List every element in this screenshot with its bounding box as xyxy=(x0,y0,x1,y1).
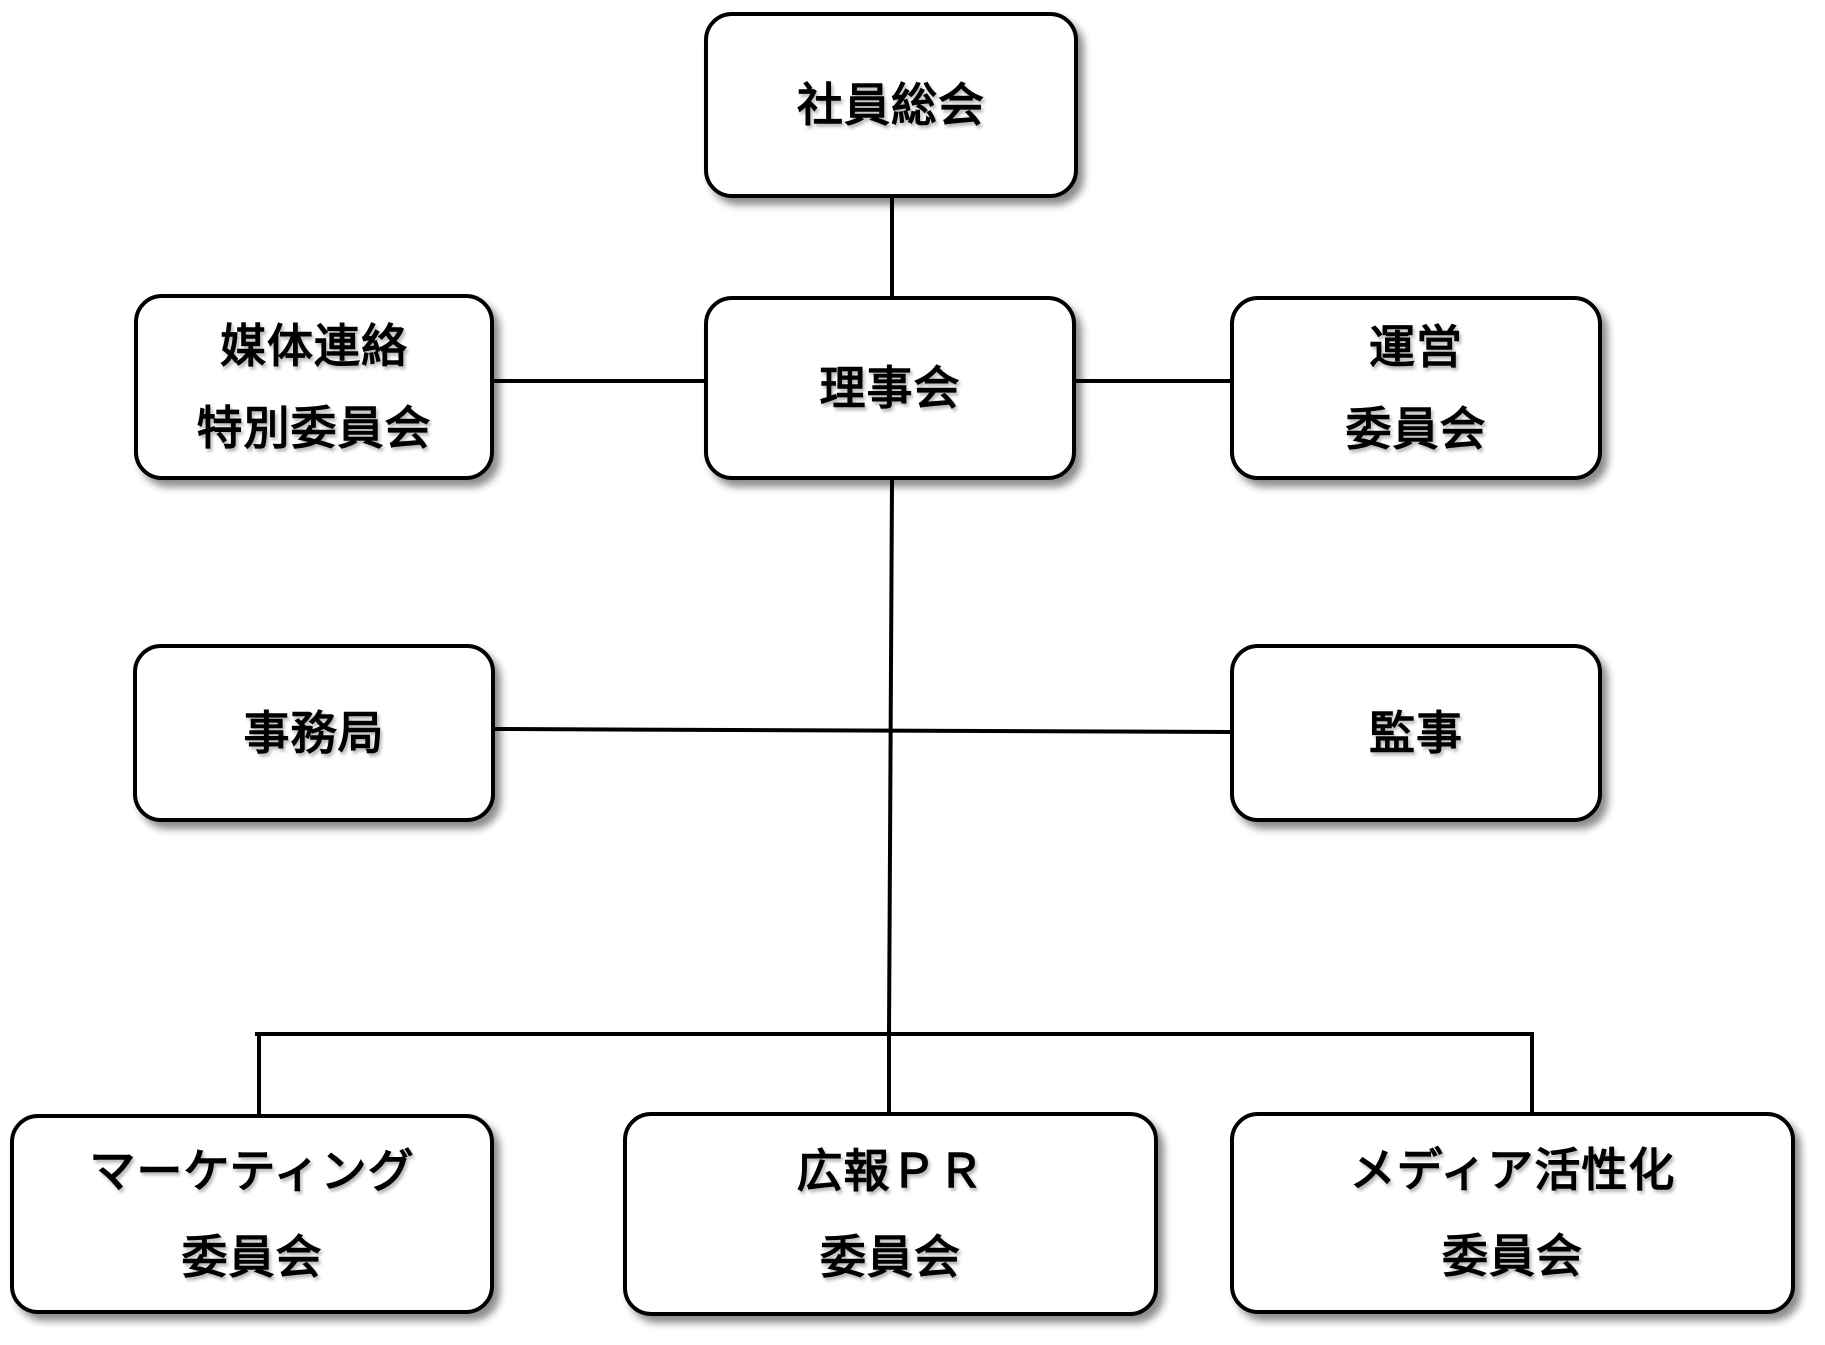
node-label-line-2: 委員会 xyxy=(1442,1229,1583,1283)
node-label-line-1: メディア活性化 xyxy=(1349,1143,1676,1197)
node-pr-committee: 広報ＰＲ 委員会 xyxy=(623,1112,1158,1316)
connector-board-trunk xyxy=(886,477,895,1037)
node-label-line-1: 広報ＰＲ xyxy=(796,1144,985,1198)
node-label-line-1: 運営 xyxy=(1369,320,1463,374)
node-label: 監事 xyxy=(1369,706,1463,760)
node-label-line-1: マーケティング xyxy=(89,1144,415,1198)
node-label: 事務局 xyxy=(243,706,385,760)
node-media-liaison-committee: 媒体連絡 特別委員会 xyxy=(134,294,494,480)
node-label-line-2: 委員会 xyxy=(1345,402,1487,456)
node-operations-committee: 運営 委員会 xyxy=(1230,296,1602,480)
node-secretariat: 事務局 xyxy=(133,644,495,822)
node-label-line-2: 委員会 xyxy=(181,1230,323,1284)
connector-secretariat-auditor xyxy=(492,726,1233,735)
node-label-line-2: 特別委員会 xyxy=(196,401,432,455)
node-auditor: 監事 xyxy=(1230,644,1602,822)
node-label-line-2: 委員会 xyxy=(820,1230,961,1284)
node-label: 理事会 xyxy=(819,361,961,415)
node-general-meeting: 社員総会 xyxy=(704,12,1078,198)
node-marketing-committee: マーケティング 委員会 xyxy=(10,1114,494,1314)
node-media-activation-committee: メディア活性化 委員会 xyxy=(1230,1112,1795,1314)
node-board: 理事会 xyxy=(704,296,1076,480)
node-label-line-1: 媒体連絡 xyxy=(220,319,408,373)
node-label: 社員総会 xyxy=(797,78,985,132)
